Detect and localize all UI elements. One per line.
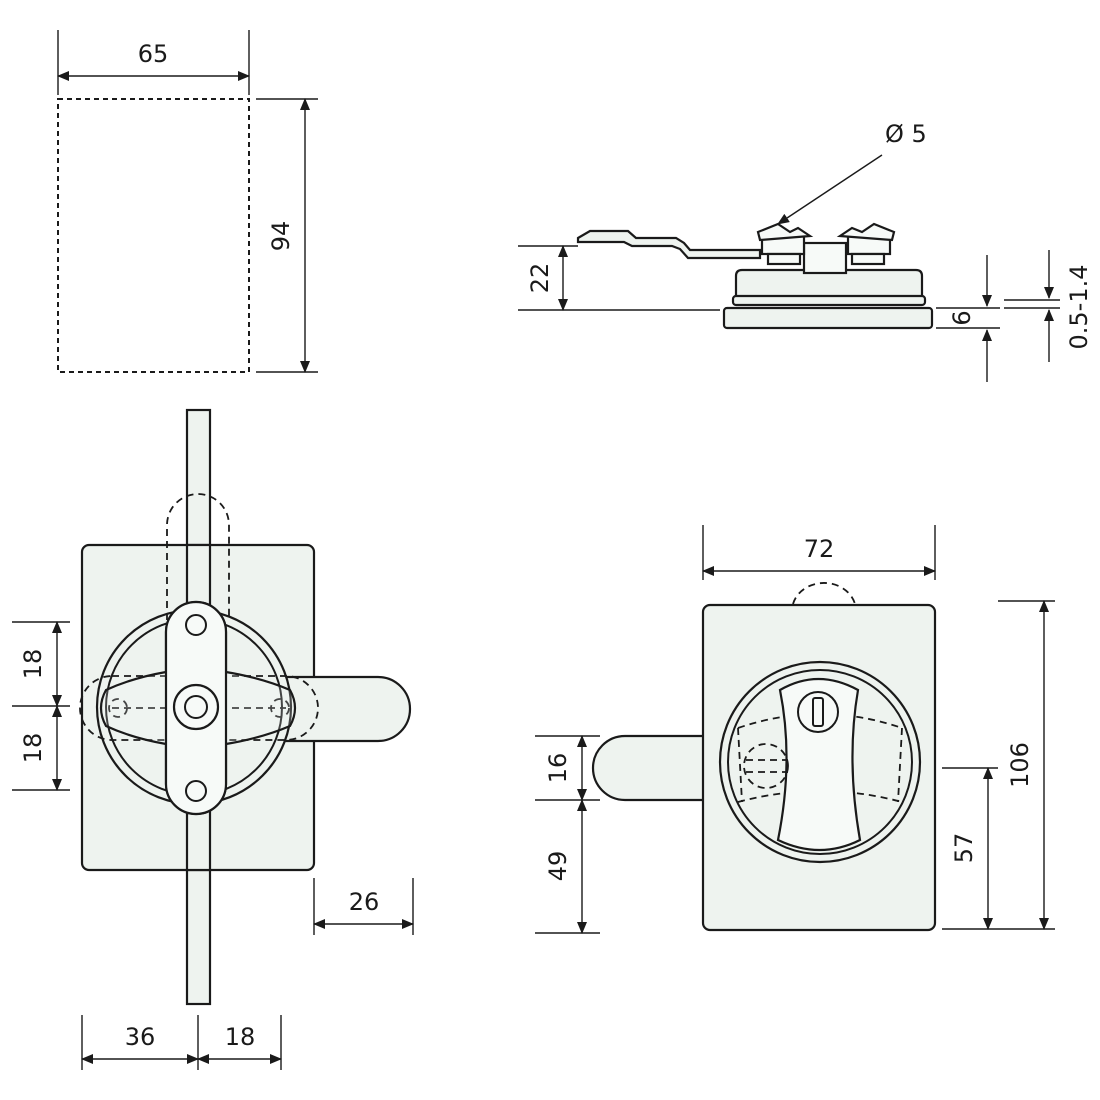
dimension-cutout-width: 65: [57, 30, 250, 95]
front-view: 18 18 26 36 18: [12, 408, 414, 1070]
back-indicator-slot: [812, 697, 824, 727]
bar-offset-label: 49: [544, 851, 572, 882]
side-base-flange: [722, 306, 934, 330]
dimension-center-height: 57: [942, 767, 998, 930]
back-side-bar: [591, 734, 714, 802]
hole-diameter-label: Ø 5: [885, 120, 927, 148]
panel-thickness-label: 0.5-1.4: [1065, 265, 1093, 350]
side-cam-block: [802, 241, 848, 275]
dimension-arm-height: 22: [518, 245, 720, 311]
side-view: Ø 5 22 6 0.5-1.4: [518, 120, 1093, 382]
front-center-pivot: [172, 683, 220, 731]
back-width-label: 72: [804, 535, 835, 563]
dimension-cutout-height: 94: [256, 98, 318, 373]
dimension-front-offsets: 18 18: [12, 621, 70, 791]
cutout-height-label: 94: [267, 221, 295, 252]
right-width-label: 18: [225, 1023, 256, 1051]
upper-offset-label: 18: [19, 649, 47, 680]
front-handle: [268, 675, 412, 743]
center-height-label: 57: [950, 833, 978, 864]
dimension-handle-projection: 26: [313, 878, 414, 935]
side-lever-arm: [576, 229, 762, 260]
dimension-panel-thickness: 0.5-1.4: [1004, 250, 1093, 362]
lower-offset-label: 18: [19, 733, 47, 764]
back-view: 72 106 57 16 49: [535, 525, 1055, 934]
back-height-label: 106: [1006, 742, 1034, 788]
dimension-front-widths: 36 18: [81, 1015, 282, 1070]
back-hidden-tab: [792, 582, 856, 605]
dimension-back-height: 106: [942, 600, 1055, 930]
front-hidden-slot: [166, 493, 230, 620]
bar-height-label: 16: [544, 753, 572, 784]
dimension-bar-offsets: 16 49: [535, 735, 600, 934]
back-thumb-turn: [776, 677, 862, 852]
body-height-label: 6: [948, 310, 976, 325]
cutout-width-label: 65: [138, 40, 169, 68]
cutout-view: 65 94: [57, 30, 318, 373]
hole-diameter-callout: Ø 5: [777, 120, 927, 225]
dimension-body-height: 6: [936, 255, 1000, 382]
cutout-outline: [57, 98, 250, 373]
arm-height-label: 22: [526, 263, 554, 294]
handle-projection-label: 26: [349, 888, 380, 916]
side-clip-right: [836, 222, 896, 266]
side-clip-left: [756, 222, 814, 266]
dimension-back-width: 72: [702, 525, 936, 580]
left-width-label: 36: [125, 1023, 156, 1051]
